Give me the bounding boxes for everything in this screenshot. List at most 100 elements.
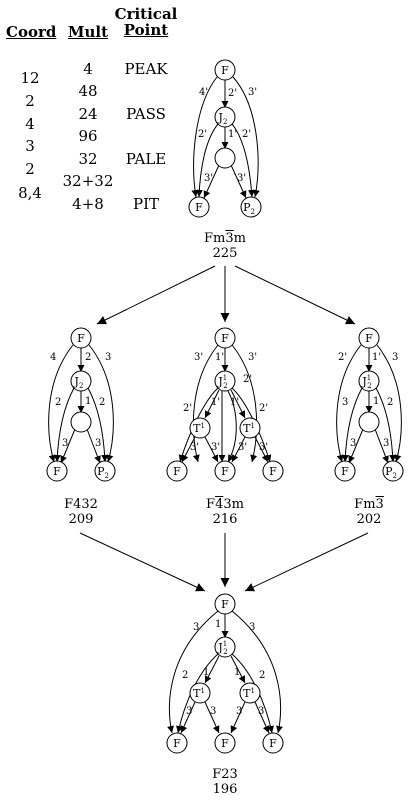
group-number: 209: [68, 512, 94, 527]
svg-text:3: 3: [383, 438, 389, 449]
svg-text:3': 3': [237, 173, 246, 184]
group-label-top: Fm3m 225: [185, 231, 265, 261]
svg-text:3: 3: [258, 706, 264, 717]
svg-text:3: 3: [342, 397, 348, 408]
svg-text:1: 1: [203, 667, 209, 678]
svg-text:F: F: [341, 465, 349, 478]
svg-text:T1: T1: [243, 687, 255, 700]
svg-text:F: F: [221, 737, 229, 750]
svg-text:2': 2': [228, 88, 237, 99]
svg-text:3: 3: [249, 622, 255, 633]
svg-text:4: 4: [50, 352, 56, 363]
svg-text:3': 3': [194, 352, 203, 363]
svg-text:J2: J2: [74, 375, 84, 390]
graph-top: [188, 59, 262, 218]
group-name: F43m: [206, 497, 244, 512]
mult-header: Mult: [67, 23, 109, 41]
edge: [203, 164, 220, 199]
mult-value: 4+8: [72, 195, 104, 213]
group-label-right: Fm3 202: [329, 497, 409, 527]
svg-text:1': 1': [372, 352, 381, 363]
critical-header-line2: Point: [123, 21, 169, 39]
node-label: J2: [218, 111, 228, 126]
svg-text:T1: T1: [193, 422, 205, 435]
svg-text:4': 4': [199, 87, 208, 98]
node-label: F: [221, 64, 229, 77]
group-number: 216: [212, 512, 238, 527]
arrow: [244, 532, 369, 592]
svg-text:1: 1: [373, 396, 379, 407]
critical-header: Critical Point: [113, 6, 179, 38]
group-label-bottom: F23 196: [185, 767, 265, 797]
svg-text:3: 3: [210, 706, 216, 717]
svg-text:3: 3: [95, 438, 101, 449]
node-P: [240, 196, 262, 218]
svg-text:J12: J12: [361, 374, 371, 390]
node-F: [188, 196, 210, 218]
svg-text:1: 1: [85, 396, 91, 407]
svg-text:2': 2': [259, 403, 268, 414]
svg-text:F: F: [269, 465, 277, 478]
svg-text:3': 3': [248, 87, 257, 98]
mult-value: 24: [78, 105, 98, 123]
group-label-middle: F43m 216: [185, 497, 265, 527]
group-name: F23: [212, 767, 238, 782]
svg-text:2': 2': [243, 374, 252, 385]
svg-text:1': 1': [215, 352, 224, 363]
critical-header-line1: Critical: [114, 5, 178, 23]
svg-text:1: 1: [215, 619, 221, 630]
node-F: [214, 59, 236, 81]
svg-text:2': 2': [198, 129, 207, 140]
svg-text:3': 3': [238, 442, 247, 453]
svg-text:1': 1': [230, 397, 239, 408]
svg-text:3: 3: [62, 438, 68, 449]
svg-text:1: 1: [234, 667, 240, 678]
coord-header: Coord: [6, 23, 57, 41]
mult-value: 96: [78, 127, 98, 145]
svg-text:F: F: [221, 332, 229, 345]
arrow: [96, 265, 216, 325]
svg-text:J12: J12: [217, 374, 227, 390]
svg-text:P2: P2: [385, 465, 397, 480]
svg-text:2: 2: [99, 397, 105, 408]
coord-value: 8,4: [18, 184, 42, 202]
svg-text:F: F: [365, 332, 373, 345]
svg-text:F: F: [173, 737, 181, 750]
svg-text:F: F: [269, 737, 277, 750]
svg-text:2: 2: [182, 670, 188, 681]
node-label: P2: [243, 201, 255, 216]
node-J: [214, 106, 236, 128]
graph-middle: [166, 327, 284, 482]
svg-text:3: 3: [105, 352, 111, 363]
svg-text:3: 3: [350, 438, 356, 449]
svg-text:J12: J12: [217, 640, 227, 656]
svg-text:1': 1': [211, 397, 220, 408]
group-name: F432: [64, 497, 98, 512]
svg-text:T1: T1: [193, 687, 205, 700]
critical-point-value: PEAK: [124, 60, 168, 78]
svg-text:F: F: [173, 465, 181, 478]
mult-value: 32+32: [62, 172, 114, 190]
mult-value: 4: [83, 60, 93, 78]
svg-text:2': 2': [338, 352, 347, 363]
node-label: F: [195, 201, 203, 214]
svg-text:3': 3': [248, 352, 257, 363]
arrow: [234, 265, 356, 325]
critical-point-value: PALE: [125, 150, 167, 168]
svg-text:3': 3': [211, 442, 220, 453]
edge: [232, 76, 260, 198]
svg-text:2: 2: [85, 352, 91, 363]
svg-text:P2: P2: [97, 465, 109, 480]
svg-text:3': 3': [190, 442, 199, 453]
coord-value: 2: [25, 92, 35, 110]
svg-text:T1: T1: [243, 422, 255, 435]
coord-value: 4: [25, 115, 35, 133]
edge: [231, 123, 255, 198]
critical-point-value: PASS: [126, 105, 166, 123]
group-number: 196: [212, 782, 238, 797]
svg-text:2': 2': [183, 403, 192, 414]
svg-text:1': 1': [228, 129, 237, 140]
svg-text:F: F: [77, 332, 85, 345]
edge: [195, 123, 219, 198]
